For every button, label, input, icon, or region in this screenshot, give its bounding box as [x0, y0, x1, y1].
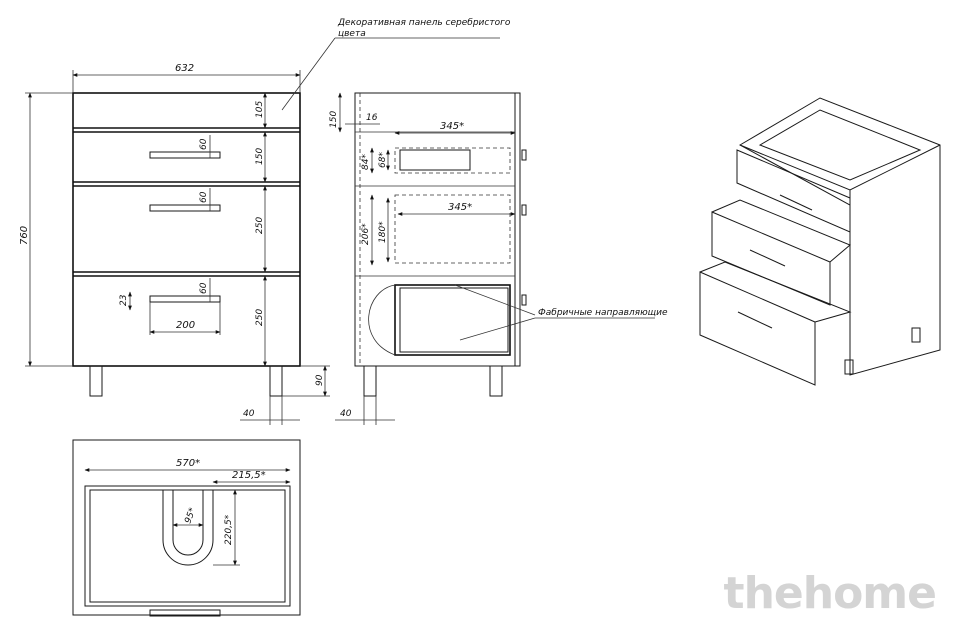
dim-cutout-width: 95* [183, 506, 198, 525]
dim-top-panel: 105 [255, 101, 265, 118]
dim-panel-thickness: 16 [366, 113, 378, 123]
dim-leg-height: 90 [315, 374, 325, 386]
dim-drawer1-inner: 68* [378, 152, 388, 168]
dim-leg-offset: 40 [243, 409, 255, 419]
dim-handle-length: 200 [176, 320, 195, 331]
dim-width: 632 [175, 63, 194, 74]
dim-cutout-depth: 220,5* [224, 514, 234, 545]
dim-side-leg-offset: 40 [340, 409, 352, 419]
dim-side-top-offset: 150 [329, 111, 339, 128]
cabinet-front-outline [72, 92, 301, 367]
drawer-handle [149, 151, 221, 159]
dim-drawer2-inner: 180* [378, 221, 388, 243]
top-view: 570* 215,5* 95* 220,5* [72, 439, 301, 617]
dim-depth-1: 345* [440, 121, 464, 132]
front-view: 632 760 105 150 250 250 60 60 60 23 200 … [19, 18, 511, 425]
dim-drawer1-outer: 84* [361, 154, 371, 170]
dim-drawer2-outer: 206* [361, 223, 371, 245]
dim-handle-3: 60 [199, 282, 209, 294]
dim-drawer1: 150 [255, 148, 265, 165]
drawer-handle [149, 204, 221, 212]
side-view: 150 16 345* 84* 68* 345* 206* 180* Фабри… [329, 92, 668, 425]
dim-drawer3: 250 [255, 309, 265, 326]
dim-cutout-offset: 215,5* [232, 470, 266, 481]
watermark-logo: thehome [723, 568, 937, 619]
dim-height: 760 [19, 226, 30, 245]
dim-handle-2: 60 [199, 191, 209, 203]
guides-note: Фабричные направляющие [538, 308, 668, 318]
dim-inner-width: 570* [176, 458, 200, 469]
panel-note-line2: цвета [338, 29, 366, 39]
dim-depth-2: 345* [448, 202, 472, 213]
drawer-handle [149, 295, 221, 303]
cabinet-top-outline [72, 439, 301, 616]
isometric-view [699, 97, 941, 386]
panel-note-line1: Декоративная панель серебристого [337, 18, 511, 28]
dim-handle-1: 60 [199, 138, 209, 150]
dim-drawer2: 250 [255, 217, 265, 234]
cabinet-leg [269, 365, 283, 397]
dim-handle-offset: 23 [119, 294, 129, 306]
cabinet-leg [363, 365, 377, 397]
cabinet-leg [489, 365, 503, 397]
cabinet-leg [89, 365, 103, 397]
